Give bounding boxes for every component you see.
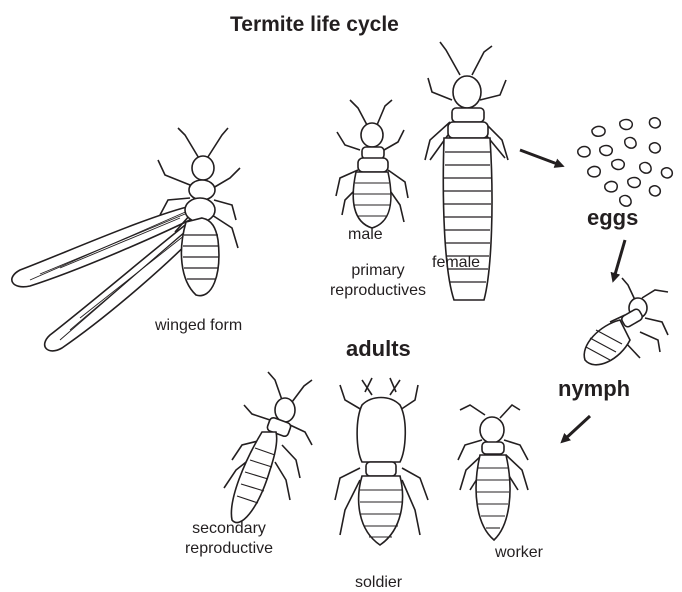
adults-label: adults	[346, 338, 411, 360]
primary-reproductives-label: primary reproductives	[318, 263, 438, 299]
soldier-termite-icon	[335, 378, 428, 545]
eggs-cluster-icon	[578, 118, 673, 206]
secondary-reproductive-line2: reproductive	[170, 541, 288, 557]
arrow-to-worker	[564, 416, 590, 440]
male-termite-icon	[336, 100, 408, 228]
diagram-title: Termite life cycle	[230, 14, 399, 35]
worker-label: worker	[495, 545, 543, 561]
secondary-reproductive-termite-icon	[224, 372, 312, 523]
arrow-to-nymph	[614, 240, 625, 278]
nymph-termite-icon	[584, 278, 668, 365]
primary-reproductives-line1: primary	[318, 263, 438, 279]
male-label: male	[348, 227, 383, 243]
winged-form-label: winged form	[155, 318, 242, 334]
secondary-reproductive-label: secondary reproductive	[170, 521, 288, 557]
secondary-reproductive-line1: secondary	[170, 521, 288, 537]
worker-termite-icon	[458, 405, 528, 540]
female-label: female	[432, 255, 480, 271]
nymph-label: nymph	[558, 378, 630, 400]
arrow-to-eggs	[520, 150, 560, 165]
primary-reproductives-line2: reproductives	[318, 283, 438, 299]
soldier-label: soldier	[355, 575, 402, 591]
eggs-label: eggs	[587, 207, 638, 229]
